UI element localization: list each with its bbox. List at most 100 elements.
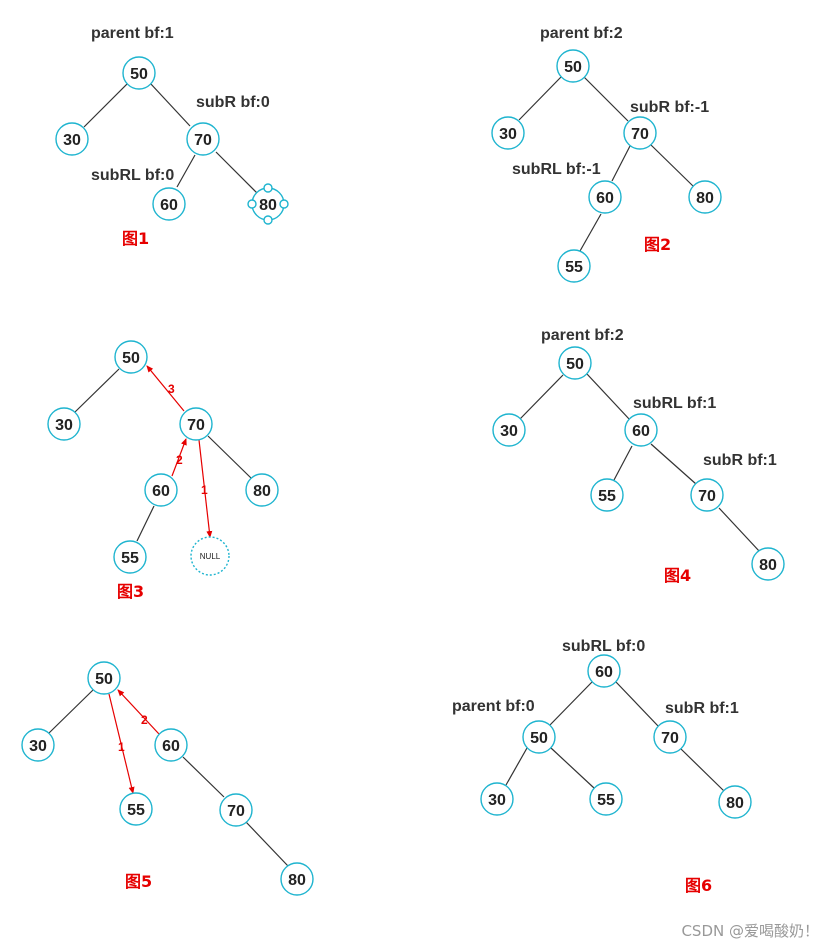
label-subr-bf: subR bf:-1 [630,99,709,116]
tree-node[interactable]: 30 [47,407,81,441]
resize-handle [279,199,289,209]
tree-node[interactable]: 55 [557,249,591,283]
tree-node[interactable]: 60 [154,728,188,762]
svg-text:80: 80 [696,190,714,207]
svg-text:50: 50 [95,671,113,688]
svg-text:70: 70 [194,132,212,149]
label-subr-bf: subR bf:1 [665,700,739,717]
svg-text:55: 55 [598,488,616,505]
tree-node[interactable]: 55 [590,478,624,512]
tree-node[interactable]: 55 [589,782,623,816]
label-parent-bf: parent bf:1 [91,25,174,42]
tree-node[interactable]: 50 [87,661,121,695]
pointer-arrow [198,439,213,538]
svg-text:30: 30 [500,423,518,440]
label-subrl-bf: subRL bf:0 [91,167,174,184]
pointer-arrow [146,365,185,412]
figure-caption: 图3 [117,582,144,601]
figure-1: parent bf:1 subR bf:0 subRL bf:0 50 30 7… [55,25,289,248]
svg-text:70: 70 [187,417,205,434]
svg-text:70: 70 [661,730,679,747]
tree-node[interactable]: 70 [653,720,687,754]
resize-handle [247,199,257,209]
svg-text:50: 50 [122,350,140,367]
tree-node[interactable]: 70 [179,407,213,441]
tree-node[interactable]: 30 [480,782,514,816]
svg-text:30: 30 [29,738,47,755]
svg-text:80: 80 [253,483,271,500]
svg-text:50: 50 [566,356,584,373]
tree-node[interactable]: 60 [588,180,622,214]
svg-text:50: 50 [530,730,548,747]
tree-node[interactable]: 60 [152,187,186,221]
svg-text:60: 60 [596,190,614,207]
tree-node[interactable]: 30 [55,122,89,156]
svg-text:50: 50 [564,59,582,76]
svg-text:70: 70 [631,126,649,143]
selected-tree-node[interactable]: 80 [247,183,289,225]
figure-5: 1 2 50 30 55 60 70 80 图5 [21,661,314,896]
tree-node[interactable]: 60 [624,413,658,447]
resize-handle [263,215,273,225]
tree-node[interactable]: 50 [558,346,592,380]
svg-text:50: 50 [130,66,148,83]
tree-node[interactable]: 30 [492,413,526,447]
label-subr-bf: subR bf:0 [196,94,270,111]
pointer-arrow [117,689,160,735]
svg-text:60: 60 [632,423,650,440]
tree-node[interactable]: 70 [623,116,657,150]
tree-node[interactable]: 70 [219,793,253,827]
svg-text:55: 55 [597,792,615,809]
figure-3: 3 2 1 50 30 70 60 80 55 NULL 图3 [47,340,279,601]
tree-node[interactable]: 80 [280,862,314,896]
svg-text:30: 30 [63,132,81,149]
figure-caption: 图2 [644,235,671,254]
tree-node[interactable]: 50 [122,56,156,90]
tree-node[interactable]: 60 [587,654,621,688]
tree-node[interactable]: 55 [119,792,153,826]
svg-text:55: 55 [121,550,139,567]
tree-node[interactable]: 30 [491,116,525,150]
svg-text:55: 55 [565,259,583,276]
tree-node[interactable]: 50 [114,340,148,374]
label-parent-bf: parent bf:2 [541,327,624,344]
svg-text:NULL: NULL [200,552,221,561]
watermark: CSDN @爱喝酸奶！ [681,922,819,940]
label-subrl-bf: subRL bf:-1 [512,161,601,178]
figure-4: parent bf:2 subRL bf:1 subR bf:1 50 30 6… [492,327,785,585]
figure-2: parent bf:2 subR bf:-1 subRL bf:-1 50 30… [491,25,722,283]
svg-text:60: 60 [595,664,613,681]
svg-text:60: 60 [152,483,170,500]
null-node[interactable]: NULL [190,536,230,576]
svg-text:60: 60 [160,197,178,214]
label-subr-bf: subR bf:1 [703,452,777,469]
label-subrl-bf: subRL bf:0 [562,638,645,655]
tree-node[interactable]: 80 [751,547,785,581]
resize-handle [263,183,273,193]
label-subrl-bf: subRL bf:1 [633,395,716,412]
svg-text:55: 55 [127,802,145,819]
svg-text:80: 80 [726,795,744,812]
tree-node[interactable]: 30 [21,728,55,762]
tree-node[interactable]: 80 [718,785,752,819]
arrow-step-label: 2 [141,713,148,727]
figure-6: subRL bf:0 parent bf:0 subR bf:1 60 50 7… [452,638,752,895]
arrow-step-label: 3 [168,382,175,396]
svg-text:70: 70 [227,803,245,820]
tree-node[interactable]: 60 [144,473,178,507]
svg-text:70: 70 [698,488,716,505]
tree-node[interactable]: 80 [245,473,279,507]
tree-node[interactable]: 70 [186,122,220,156]
svg-text:30: 30 [488,792,506,809]
svg-text:80: 80 [259,197,277,214]
tree-node[interactable]: 50 [522,720,556,754]
figure-caption: 图1 [122,229,149,248]
tree-node[interactable]: 80 [688,180,722,214]
svg-text:30: 30 [499,126,517,143]
pointer-arrow [108,693,135,794]
tree-node[interactable]: 70 [690,478,724,512]
tree-node[interactable]: 50 [556,49,590,83]
figure-caption: 图6 [685,876,712,895]
svg-text:30: 30 [55,417,73,434]
tree-node[interactable]: 55 [113,540,147,574]
